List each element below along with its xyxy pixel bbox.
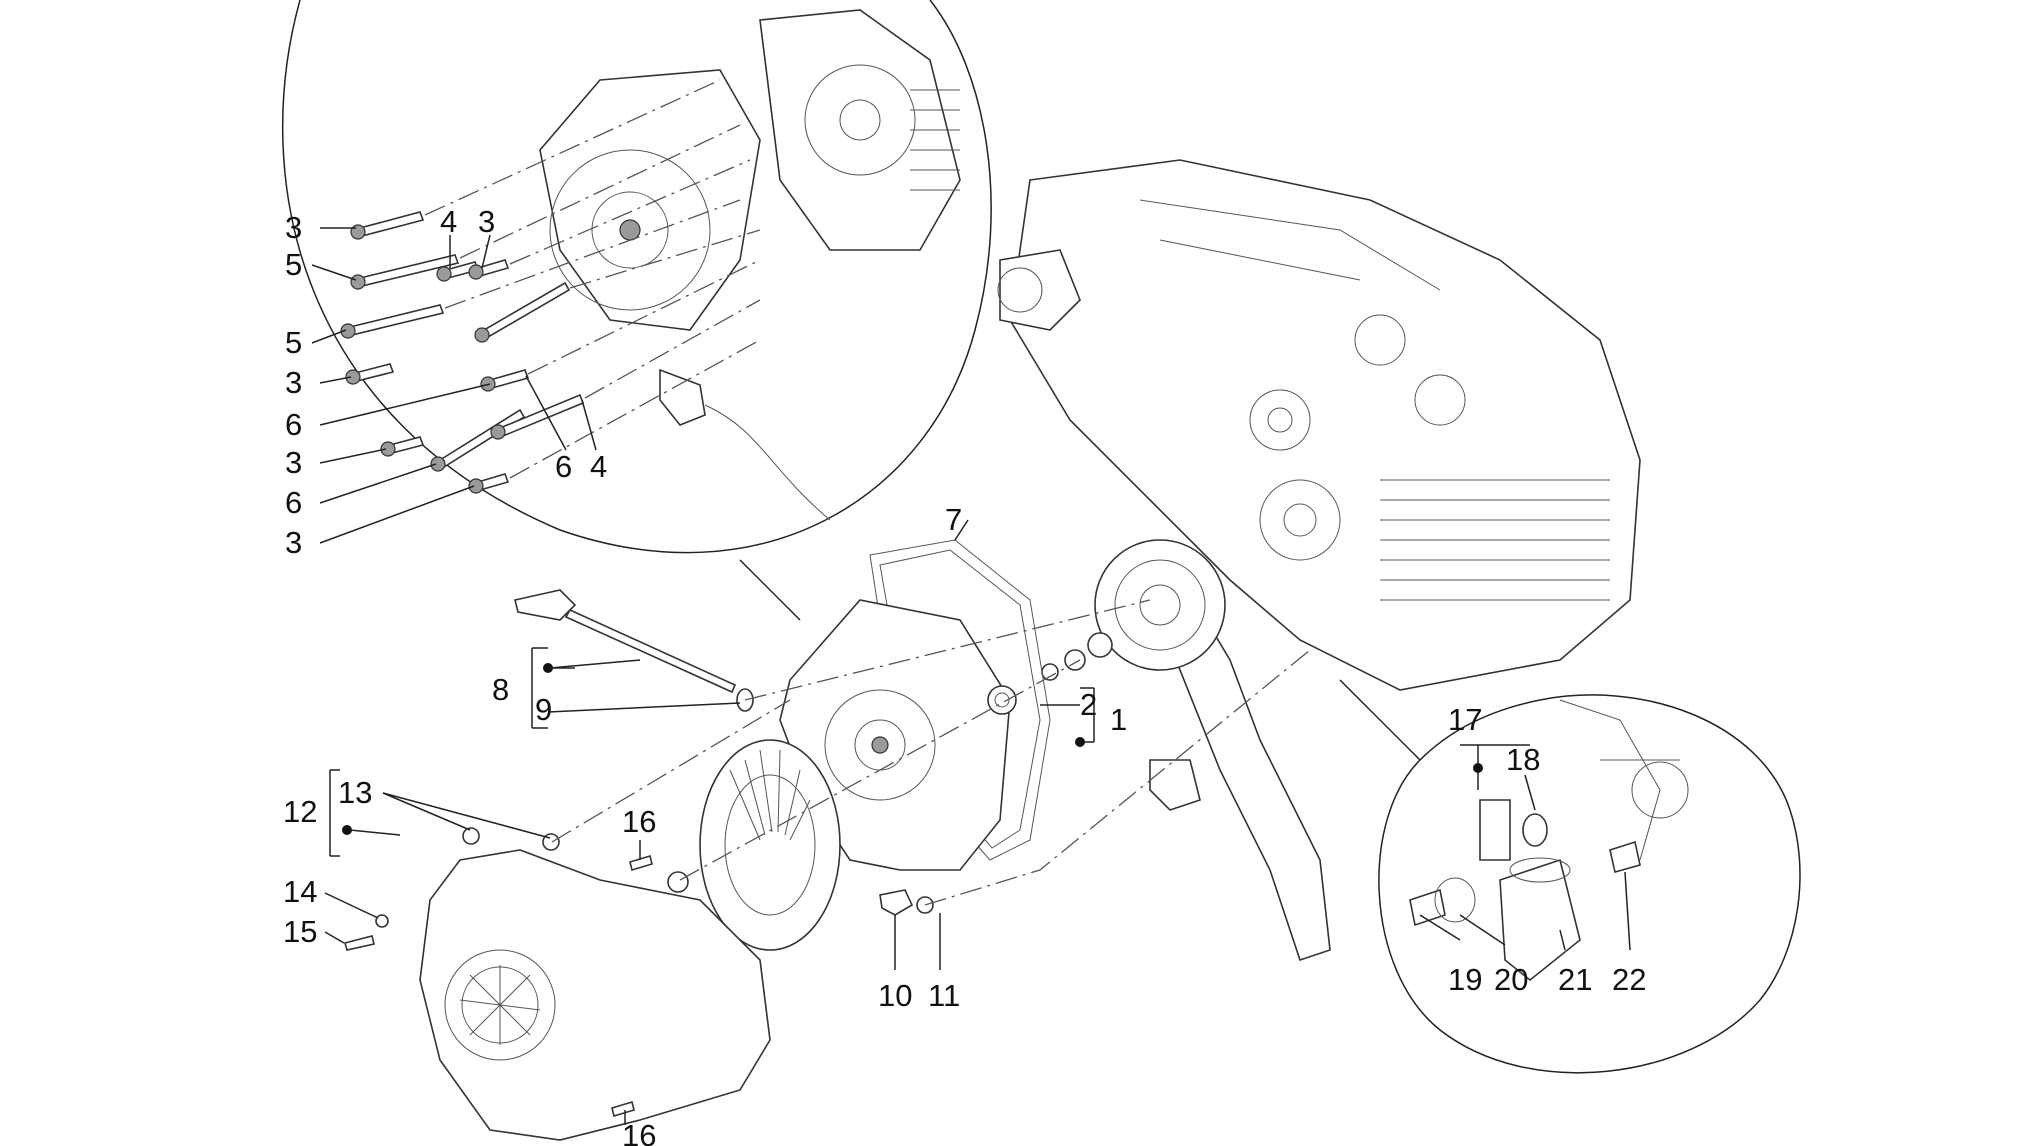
leader-lines [311,227,1631,1125]
callout-21: 21 [1558,962,1592,997]
dipstick [514,589,754,712]
callout-3: 3 [478,204,495,239]
callout-1: 1 [1110,702,1127,737]
callout-7: 7 [945,502,962,537]
callout-2: 2 [1080,687,1097,722]
callout-5: 5 [285,247,302,282]
detail-circle-filter [1339,679,1801,1074]
callout-3: 3 [285,525,302,560]
callout-13: 13 [338,775,372,810]
callout-15: 15 [283,914,317,949]
callout-22: 22 [1612,962,1646,997]
cooling-fan [667,739,841,951]
callout-4: 4 [590,449,607,484]
callout-6: 6 [555,449,572,484]
callouts: 3 5 4 3 5 3 6 3 6 3 6 4 7 8 9 2 1 12 13 … [283,204,1646,1146]
callout-19: 19 [1448,962,1482,997]
detail-circle-top [281,0,992,621]
callout-10: 10 [878,978,912,1013]
stator [1041,539,1226,681]
callout-6: 6 [285,407,302,442]
callout-9: 9 [535,692,552,727]
callout-14: 14 [283,874,317,909]
callout-4: 4 [440,204,457,239]
fan-cover [344,827,771,1141]
callout-16: 16 [622,1118,656,1146]
callout-3: 3 [285,210,302,245]
callout-12: 12 [283,794,317,829]
callout-18: 18 [1506,742,1540,777]
callout-5: 5 [285,325,302,360]
bolts-group [340,79,761,494]
callout-11: 11 [928,978,960,1013]
callout-6: 6 [285,485,302,520]
callout-16: 16 [622,804,656,839]
oil-drain-plug [879,889,934,916]
engine-assembly [997,159,1641,962]
alignment-lines [551,599,1311,906]
callout-3: 3 [285,365,302,400]
callout-8: 8 [492,672,509,707]
callout-3: 3 [285,445,302,480]
callout-17: 17 [1448,702,1482,737]
callout-20: 20 [1494,962,1528,997]
crankcase-detail [539,9,961,521]
